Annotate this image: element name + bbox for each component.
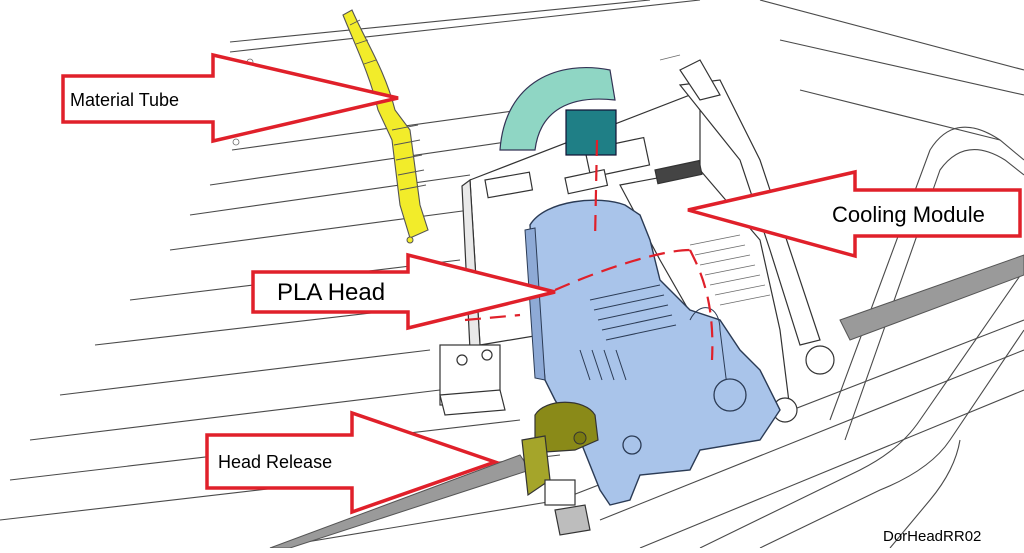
head-release-label: Head Release: [218, 452, 332, 472]
material-tube: [342, 9, 429, 244]
ribbon-connector: [565, 109, 617, 156]
cooling-module-callout: Cooling Module: [687, 169, 1022, 259]
material-tube-label: Material Tube: [70, 90, 179, 110]
figure-id: DorHeadRR02: [883, 528, 981, 545]
head-release-callout: Head Release: [205, 410, 501, 515]
material-tube-callout: Material Tube: [61, 52, 399, 144]
indicator-dashes: [464, 139, 714, 361]
head-release-lever: [521, 401, 599, 497]
pla-head-callout: PLA Head: [251, 252, 556, 331]
carriage-parts: [439, 389, 591, 536]
ribbon-cable: [499, 67, 617, 156]
cooling-module-label: Cooling Module: [832, 202, 985, 227]
pla-head-label: PLA Head: [277, 279, 385, 306]
